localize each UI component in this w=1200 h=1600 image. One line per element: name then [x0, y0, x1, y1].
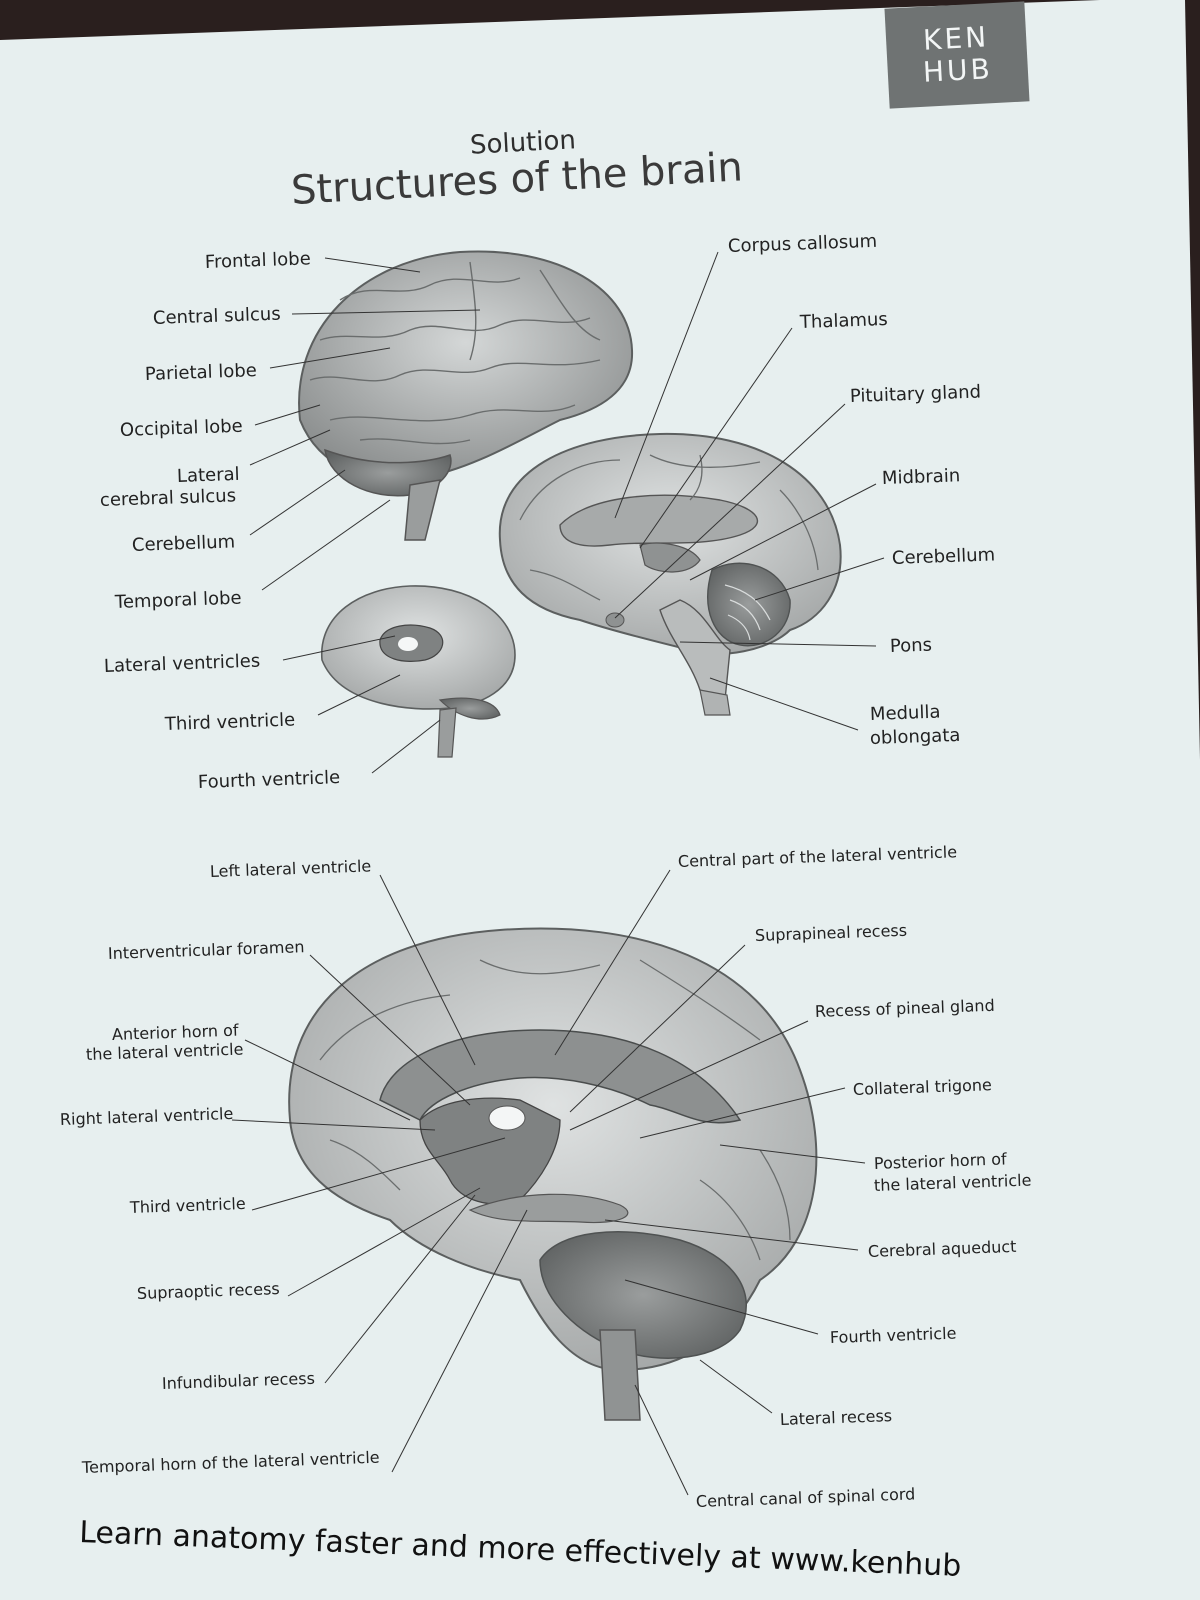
label-lateral-recess: Lateral recess [779, 1406, 893, 1429]
leader-lines-top [249, 251, 885, 774]
label-parietal-lobe: Parietal lobe [144, 360, 258, 385]
label-medulla-line2: oblongata [869, 724, 961, 749]
lateral-brain-view [298, 250, 634, 541]
ventricles-small-brain-view [321, 585, 516, 758]
label-midbrain: Midbrain [881, 465, 961, 489]
label-frontal-lobe: Frontal lobe [204, 248, 312, 273]
label-central-sulcus: Central sulcus [152, 303, 282, 329]
label-lateral-cerebral-sulcus-line1: Lateral [176, 463, 240, 487]
label-cerebellum-lateral: Cerebellum [131, 531, 236, 556]
label-temporal-lobe: Temporal lobe [114, 587, 242, 613]
label-cerebellum-midsagittal: Cerebellum [891, 544, 996, 569]
large-ventricle-brain-view [288, 927, 818, 1421]
label-pons: Pons [889, 634, 933, 657]
midsagittal-brain-view [498, 432, 842, 716]
label-medulla-line1: Medulla [869, 701, 941, 725]
label-third-ventricle-top: Third ventricle [164, 709, 296, 735]
label-thalamus: Thalamus [799, 308, 889, 333]
label-occipital-lobe: Occipital lobe [119, 415, 243, 441]
label-third-ventricle-bottom: Third ventricle [129, 1193, 246, 1217]
leader-lines-bottom [231, 869, 866, 1496]
label-pituitary-gland: Pituitary gland [849, 381, 982, 407]
